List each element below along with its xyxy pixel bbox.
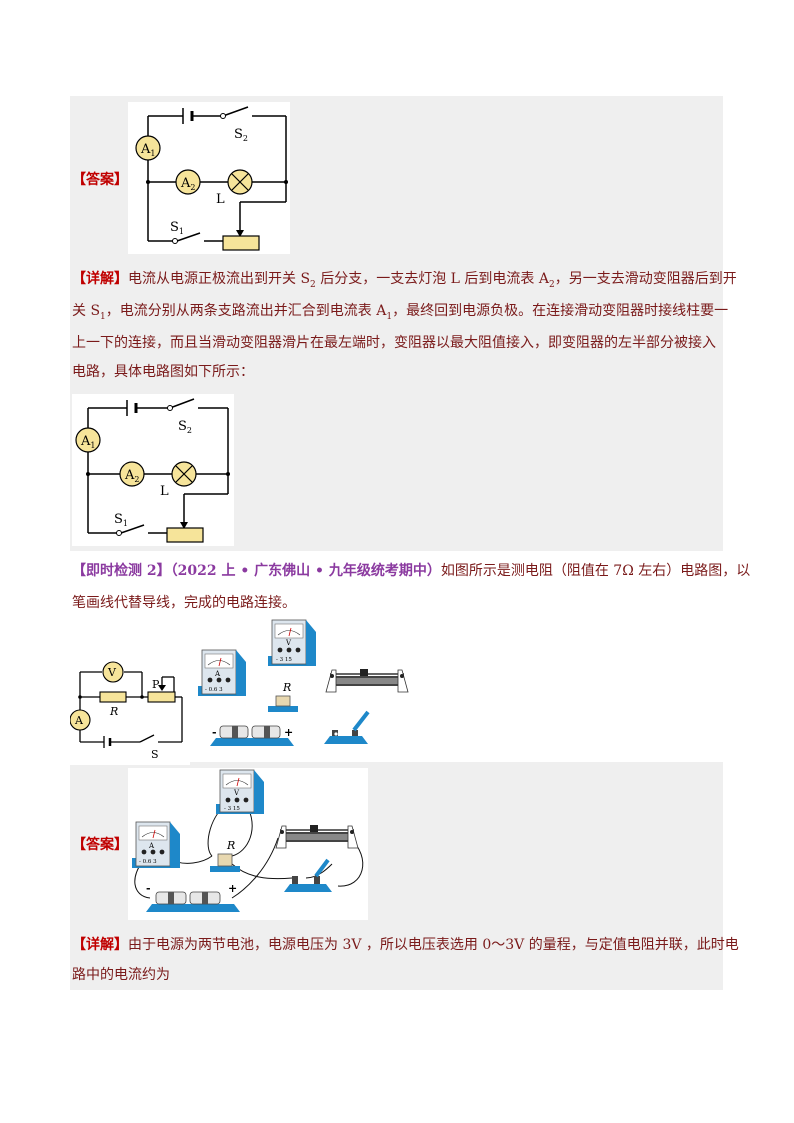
a2-label: A2 (124, 468, 139, 484)
resistor-letter: R (226, 839, 235, 852)
resistor-letter: R (282, 681, 291, 694)
slider-label: P (152, 678, 160, 691)
answer-label: 【答案】 (72, 172, 128, 188)
answer2-label: 【答案】 (72, 837, 128, 853)
resistor-device: R (210, 839, 240, 872)
battery-plus: + (284, 726, 293, 739)
voltmeter-scale: - 3 15 (224, 806, 240, 812)
ammeter-device: A - 0.6 3 (198, 649, 246, 696)
voltmeter-letter: V (233, 789, 240, 797)
voltmeter-symbol-label: V (107, 666, 117, 679)
ammeter-letter: A (148, 842, 155, 850)
voltmeter-scale: - 3 15 (276, 657, 292, 663)
detail2-line1: 【详解】由于电源为两节电池，电源电压为 3V ，所以电压表选用 0～3V 的量程… (72, 937, 739, 953)
detail1-line4: 电路，具体电路图如下所示： (72, 364, 254, 380)
switch-symbol-label: S (151, 748, 159, 761)
measure-resistance-schematic: V A R P S (69, 655, 190, 765)
s2-label: S2 (234, 127, 248, 143)
equipment-illustration: A - 0.6 3 V - 3 15 R (196, 618, 410, 750)
voltmeter-letter: V (285, 639, 292, 647)
a1-label: A1 (140, 142, 155, 158)
ammeter-device: A - 0.6 3 (132, 821, 180, 868)
a1-label: A1 (80, 434, 95, 450)
circuit-diagram-2: A1 A2 S2 S1 L (72, 394, 234, 546)
answer2-wiring-illustration: A - 0.6 3 V - 3 15 R (128, 768, 368, 920)
voltmeter-device: V - 3 15 (216, 769, 264, 814)
knife-switch-device (324, 710, 370, 744)
s2-label: S2 (178, 419, 192, 435)
battery-minus: - (212, 726, 217, 739)
resistor-symbol-label: R (109, 705, 118, 718)
s1-label: S1 (114, 512, 128, 528)
voltmeter-device: V - 3 15 (268, 619, 316, 666)
circuit-diagram-1: A1 A2 S2 S1 L (128, 102, 290, 254)
resistor-device: R (268, 681, 298, 712)
lamp-label: L (160, 484, 169, 499)
ammeter-letter: A (214, 670, 221, 678)
detail1-line2: 关 S1，电流分别从两条支路流出并汇合到电流表 A1，最终回到电源负极。在连接滑… (72, 303, 729, 322)
detail2-line2: 路中的电流约为 (72, 967, 170, 983)
question2-line1: 【即时检测 2】（2022 上 • 广东佛山 • 九年级统考期中）如图所示是测电… (72, 563, 751, 579)
battery-box-device: - + (210, 725, 294, 746)
ammeter-scale: - 0.6 3 (139, 859, 157, 865)
detail1-line3: 上一下的连接，而且当滑动变阻器滑片在最左端时，变阻器以最大阻值接入，即变阻器的左… (72, 335, 716, 351)
battery-plus: + (228, 882, 237, 895)
rheostat-device (275, 825, 359, 849)
question2-line2: 笔画线代替导线，完成的电路连接。 (72, 595, 296, 611)
battery-minus: - (146, 882, 151, 895)
detail1-line1: 【详解】电流从电源正极流出到开关 S2 后分支，一支去灯泡 L 后到电流表 A2… (72, 271, 737, 290)
ammeter-scale: - 0.6 3 (205, 687, 223, 693)
knife-switch-device (284, 858, 332, 892)
lamp-label: L (216, 192, 225, 207)
s1-label: S1 (170, 220, 184, 236)
a2-label: A2 (180, 176, 195, 192)
rheostat-device (325, 669, 409, 693)
battery-box-device: - + (146, 882, 240, 912)
ammeter-symbol-label: A (74, 714, 84, 727)
